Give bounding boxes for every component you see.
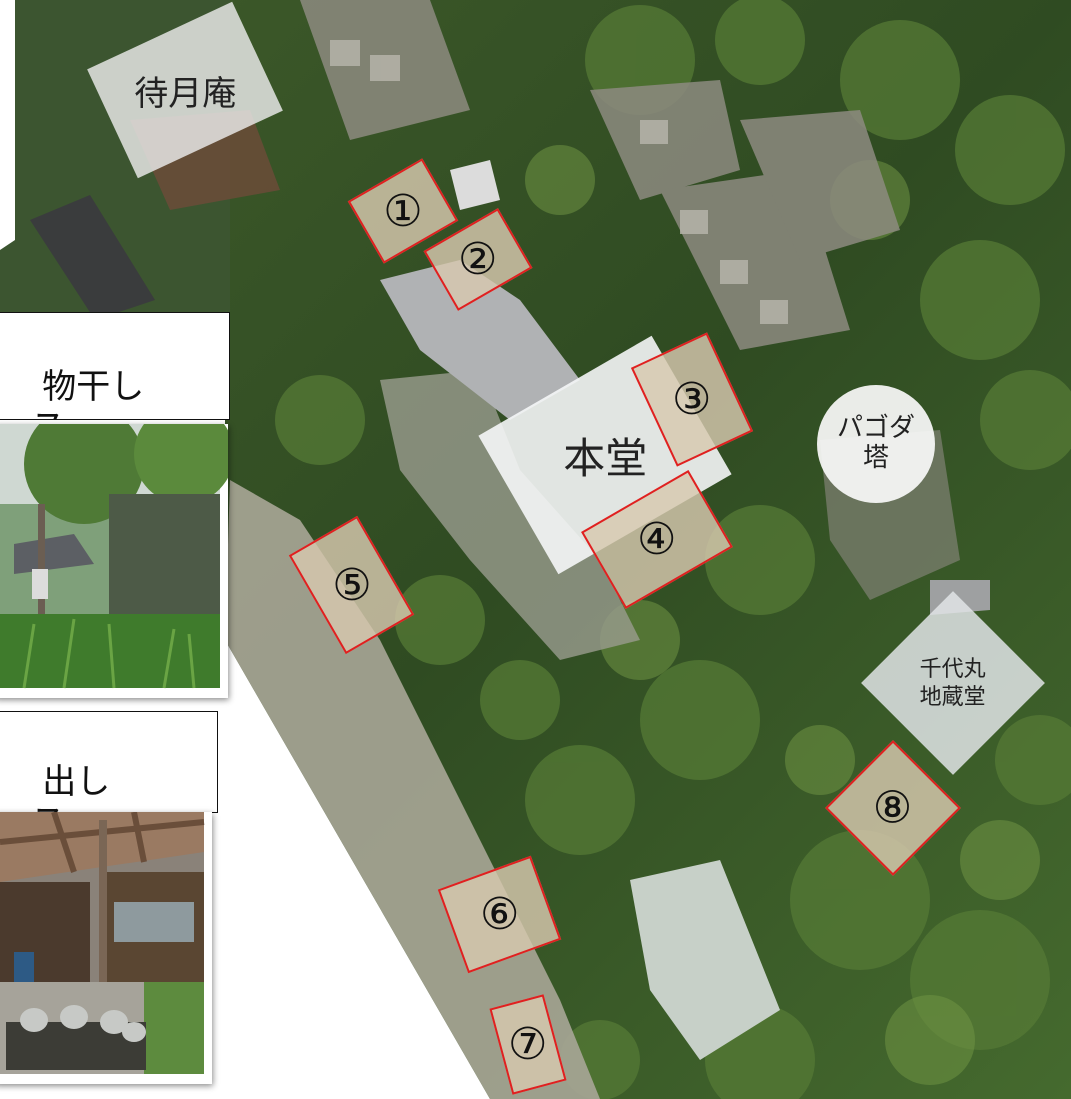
pagoda-label: パゴダ 塔 — [817, 385, 935, 503]
zone-3-number: ③ — [672, 374, 712, 426]
outlet-callout-text: 出し ース — [0, 762, 111, 812]
outlet-callout-label: 出し ース — [0, 711, 218, 813]
zone-7-number: ⑦ — [508, 1019, 548, 1071]
zone-2-number: ② — [458, 234, 498, 286]
zone-5-number: ⑤ — [331, 559, 372, 611]
taigetsuan-text: 待月庵 — [134, 73, 236, 114]
zone-8-number: ⑧ — [873, 782, 913, 834]
zone-4-number: ④ — [637, 514, 677, 566]
zone-6-number: ⑥ — [479, 889, 520, 941]
laundry-callout-text: 物干し ース — [0, 367, 145, 419]
jizodo-text: 千代丸 地蔵堂 — [919, 656, 987, 709]
pagoda-text-line2: 塔 — [862, 443, 889, 473]
outlet-photo-image — [0, 812, 205, 1074]
outlet-photo — [0, 812, 212, 1084]
laundry-photo — [0, 424, 228, 698]
pagoda-text-line1: パゴダ — [836, 413, 915, 444]
zone-1-number: ① — [383, 185, 423, 237]
laundry-callout-label: 物干し ース — [0, 312, 230, 420]
laundry-photo-image — [0, 424, 228, 689]
hondo-text: 本堂 — [562, 433, 648, 483]
